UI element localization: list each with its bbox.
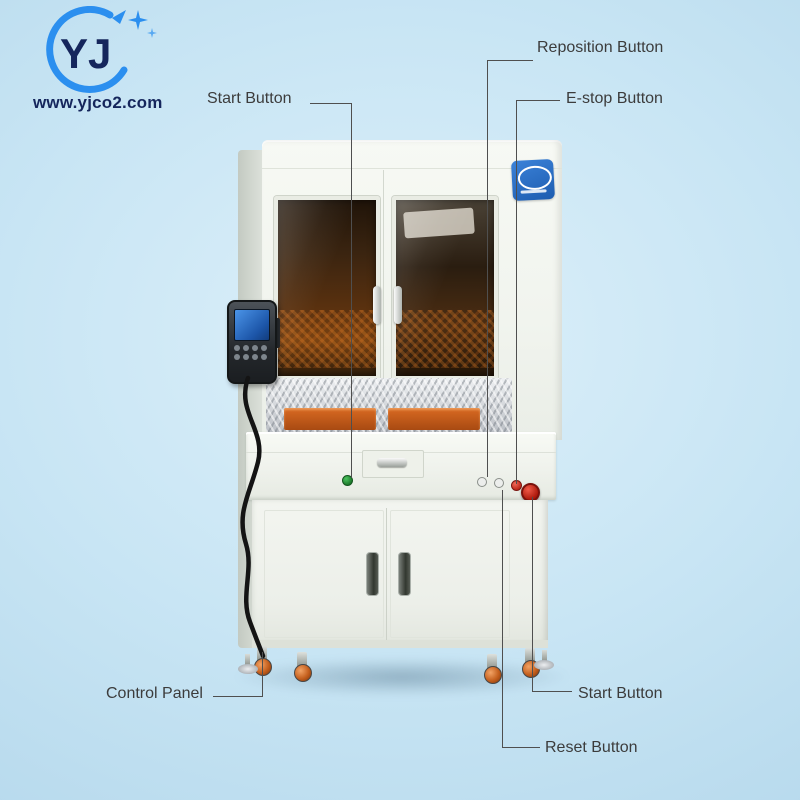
callout-line-start-top — [310, 103, 352, 104]
caster-wheel — [292, 652, 312, 686]
callout-line-control-panel — [262, 652, 263, 697]
callout-line-reposition — [487, 60, 533, 61]
reposition-button-control — [477, 477, 487, 487]
copper-tray-right — [388, 408, 480, 430]
pendant-cable — [240, 375, 266, 659]
callout-line-start-bottom — [532, 691, 572, 692]
upper-cabinet-seam — [262, 168, 562, 169]
brand-logo: YJ — [46, 6, 157, 93]
cabinet-kick-plate — [252, 640, 548, 648]
reset-button-control — [494, 478, 504, 488]
label-control-panel: Control Panel — [106, 685, 203, 702]
window-mesh-interior — [396, 310, 494, 368]
label-start-button-bottom: Start Button — [578, 685, 663, 702]
callout-line-reset — [502, 747, 540, 748]
pendant-screen — [234, 309, 270, 341]
brand-sticker — [510, 158, 556, 202]
logo-swoosh-arc-icon — [46, 6, 128, 93]
website-text: www.yjco2.com — [33, 93, 163, 112]
caster-wheel — [482, 654, 502, 688]
leveling-foot-stem — [542, 650, 547, 662]
lower-door-handle-right — [398, 552, 411, 596]
callout-line-reset — [502, 490, 503, 748]
pendant-keypad — [234, 345, 268, 360]
leveling-foot — [534, 660, 554, 670]
left-window — [274, 196, 380, 380]
lower-door-right — [390, 510, 510, 638]
sticker-oval-icon — [517, 165, 553, 191]
upper-door-seam — [383, 170, 384, 432]
upper-door-handle-right — [394, 286, 402, 324]
logo-sparkle-icon — [128, 10, 148, 30]
glass-reflection — [278, 200, 376, 376]
floor-shadow — [236, 658, 568, 696]
copper-tray-left — [284, 408, 376, 430]
logo-sparkle-small-icon — [147, 28, 157, 38]
callout-line-control-panel — [213, 696, 263, 697]
upper-door-handle-left — [373, 286, 381, 324]
callout-line-estop — [516, 100, 560, 101]
label-reposition-button: Reposition Button — [537, 39, 664, 56]
drawer-handle — [377, 458, 407, 467]
label-reset-button: Reset Button — [545, 739, 638, 756]
logo-arrowhead-icon — [112, 10, 126, 24]
lower-door-left — [264, 510, 384, 638]
callout-line-estop — [516, 100, 517, 484]
callout-line-reposition — [487, 60, 488, 477]
callout-line-start-top — [351, 103, 352, 478]
leveling-foot — [238, 664, 258, 674]
control-panel-pendant — [227, 300, 277, 384]
label-estop-button: E-stop Button — [566, 90, 663, 107]
lower-door-handle-left — [366, 552, 379, 596]
leveling-foot-stem — [245, 654, 250, 666]
callout-line-start-bottom — [532, 497, 533, 692]
right-window — [392, 196, 498, 380]
start-button-green — [342, 475, 353, 486]
lower-door-seam — [386, 508, 387, 640]
logo-text: YJ — [60, 30, 111, 77]
label-start-button-top: Start Button — [207, 90, 292, 107]
sticker-text-line — [520, 189, 547, 194]
glass-reflection — [396, 200, 494, 376]
window-mesh-interior — [278, 310, 376, 368]
